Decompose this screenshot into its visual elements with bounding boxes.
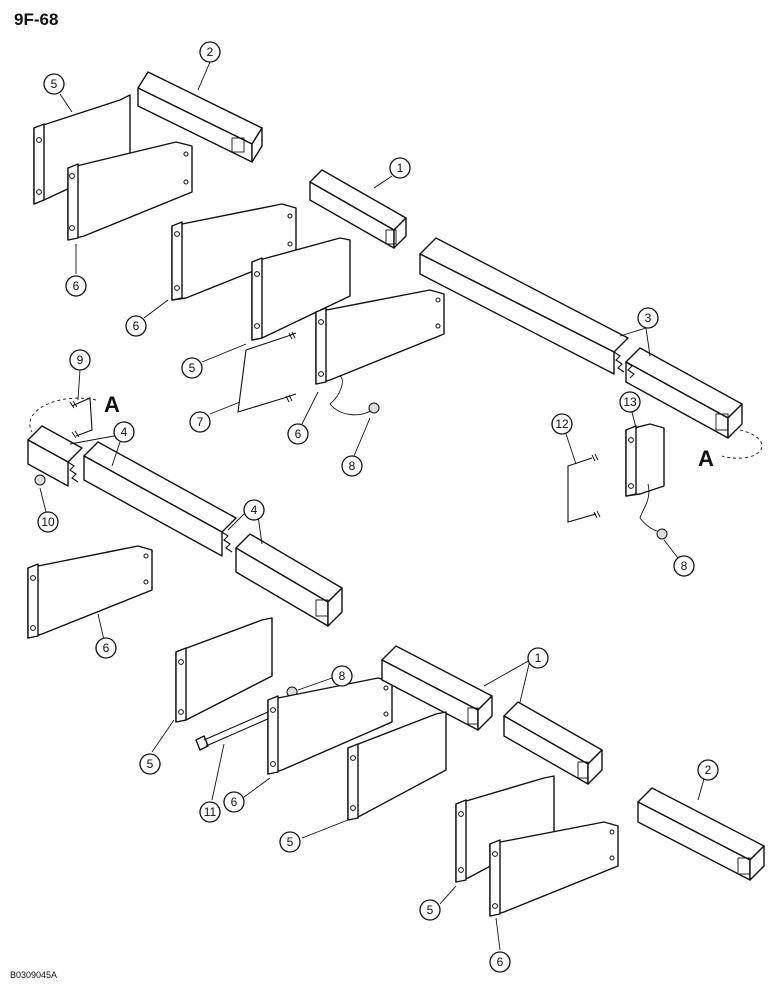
- callout-label: 1: [397, 161, 404, 175]
- callout-label: 9: [77, 353, 84, 367]
- callout-label: 8: [339, 669, 346, 683]
- callout-6-middle: 6: [125, 315, 147, 337]
- callout-label: 6: [133, 319, 140, 333]
- callout-label: 5: [287, 835, 294, 849]
- callout-label: 4: [251, 503, 258, 517]
- callout-5-middle: 5: [181, 357, 203, 379]
- callout-label: 8: [349, 459, 356, 473]
- callout-label: 10: [41, 515, 55, 529]
- long-tube-4: [27, 425, 343, 627]
- callout-7: 7: [189, 411, 211, 433]
- bracket-5-middle: [251, 237, 351, 341]
- callout-8-center: 8: [341, 455, 363, 477]
- callout-label: 4: [121, 425, 128, 439]
- plate-6-lower-center: [267, 677, 393, 775]
- u-bolt-7: [237, 331, 297, 413]
- bolt-11: [195, 711, 271, 751]
- callout-label: 5: [189, 361, 196, 375]
- callout-12: 12: [551, 413, 573, 435]
- callout-2-top: 2: [199, 41, 221, 63]
- bracket-5-lower-middle: [175, 617, 273, 723]
- callout-4-left: 4: [113, 421, 135, 443]
- callout-1-top: 1: [389, 157, 411, 179]
- leader-lines: [39, 61, 707, 951]
- callout-9: 9: [69, 349, 91, 371]
- callout-11: 11: [199, 801, 221, 823]
- callout-label: 12: [555, 417, 569, 431]
- callout-label: 6: [231, 795, 238, 809]
- short-tube-2-bottom: [637, 787, 765, 881]
- callout-label: 6: [497, 955, 504, 969]
- nut-8-center: [368, 402, 380, 414]
- callout-label: 3: [645, 311, 652, 325]
- callout-3: 3: [637, 307, 659, 329]
- callout-label: 8: [681, 559, 688, 573]
- u-bolt-9: [69, 397, 93, 439]
- detail-letter-left: A: [104, 392, 120, 417]
- callout-5-top-left: 5: [43, 73, 65, 95]
- callout-6-top-left: 6: [65, 275, 87, 297]
- detail-letter-right: A: [698, 446, 714, 471]
- callout-5-lower-right: 5: [279, 831, 301, 853]
- callout-8-lower: 8: [331, 665, 353, 687]
- plate-6-bottom: [489, 821, 619, 917]
- callout-6-left-lower: 6: [95, 637, 117, 659]
- callout-5-bottom: 5: [419, 899, 441, 921]
- callout-5-lower-middle: 5: [139, 753, 161, 775]
- plate-6-left-lower: [27, 545, 153, 639]
- callout-6-lower-center: 6: [223, 791, 245, 813]
- plate-6-center: [315, 289, 445, 385]
- callout-4-center: 4: [243, 499, 265, 521]
- plate-6-middle: [171, 203, 297, 301]
- plate-6-top-left: [67, 141, 193, 241]
- figure-code: B0309045A: [10, 970, 58, 980]
- bracket-13: [625, 423, 665, 497]
- callout-label: 1: [535, 651, 542, 665]
- callout-label: 5: [427, 903, 434, 917]
- u-bolt-12: [567, 453, 601, 523]
- short-tube-1-lower-b: [503, 701, 603, 785]
- callout-1-lower: 1: [527, 647, 549, 669]
- callout-10: 10: [37, 511, 59, 533]
- long-tube-3: [419, 237, 743, 439]
- callout-label: 6: [103, 641, 110, 655]
- callout-label: 5: [147, 757, 154, 771]
- short-tube-1-lower-a: [381, 645, 493, 731]
- callout-label: 6: [73, 279, 80, 293]
- callout-label: 2: [207, 45, 214, 59]
- nut-8-right: [656, 528, 668, 540]
- callout-label: 7: [197, 415, 204, 429]
- callout-label: 11: [204, 805, 217, 819]
- nut-10: [34, 474, 46, 486]
- callout-label: 5: [51, 77, 58, 91]
- callout-13: 13: [619, 391, 641, 413]
- callout-6-bottom: 6: [489, 951, 511, 973]
- callout-6-center: 6: [287, 423, 309, 445]
- callout-label: 13: [623, 395, 637, 409]
- page-number: 9F-68: [14, 10, 59, 29]
- callout-label: 6: [295, 427, 302, 441]
- callout-8-right: 8: [673, 555, 695, 577]
- bracket-5-bottom: [455, 775, 555, 883]
- short-tube-2-top: [137, 71, 263, 163]
- callout-label: 2: [705, 763, 712, 777]
- short-tube-1-top: [309, 169, 407, 249]
- callout-2-bottom: 2: [697, 759, 719, 781]
